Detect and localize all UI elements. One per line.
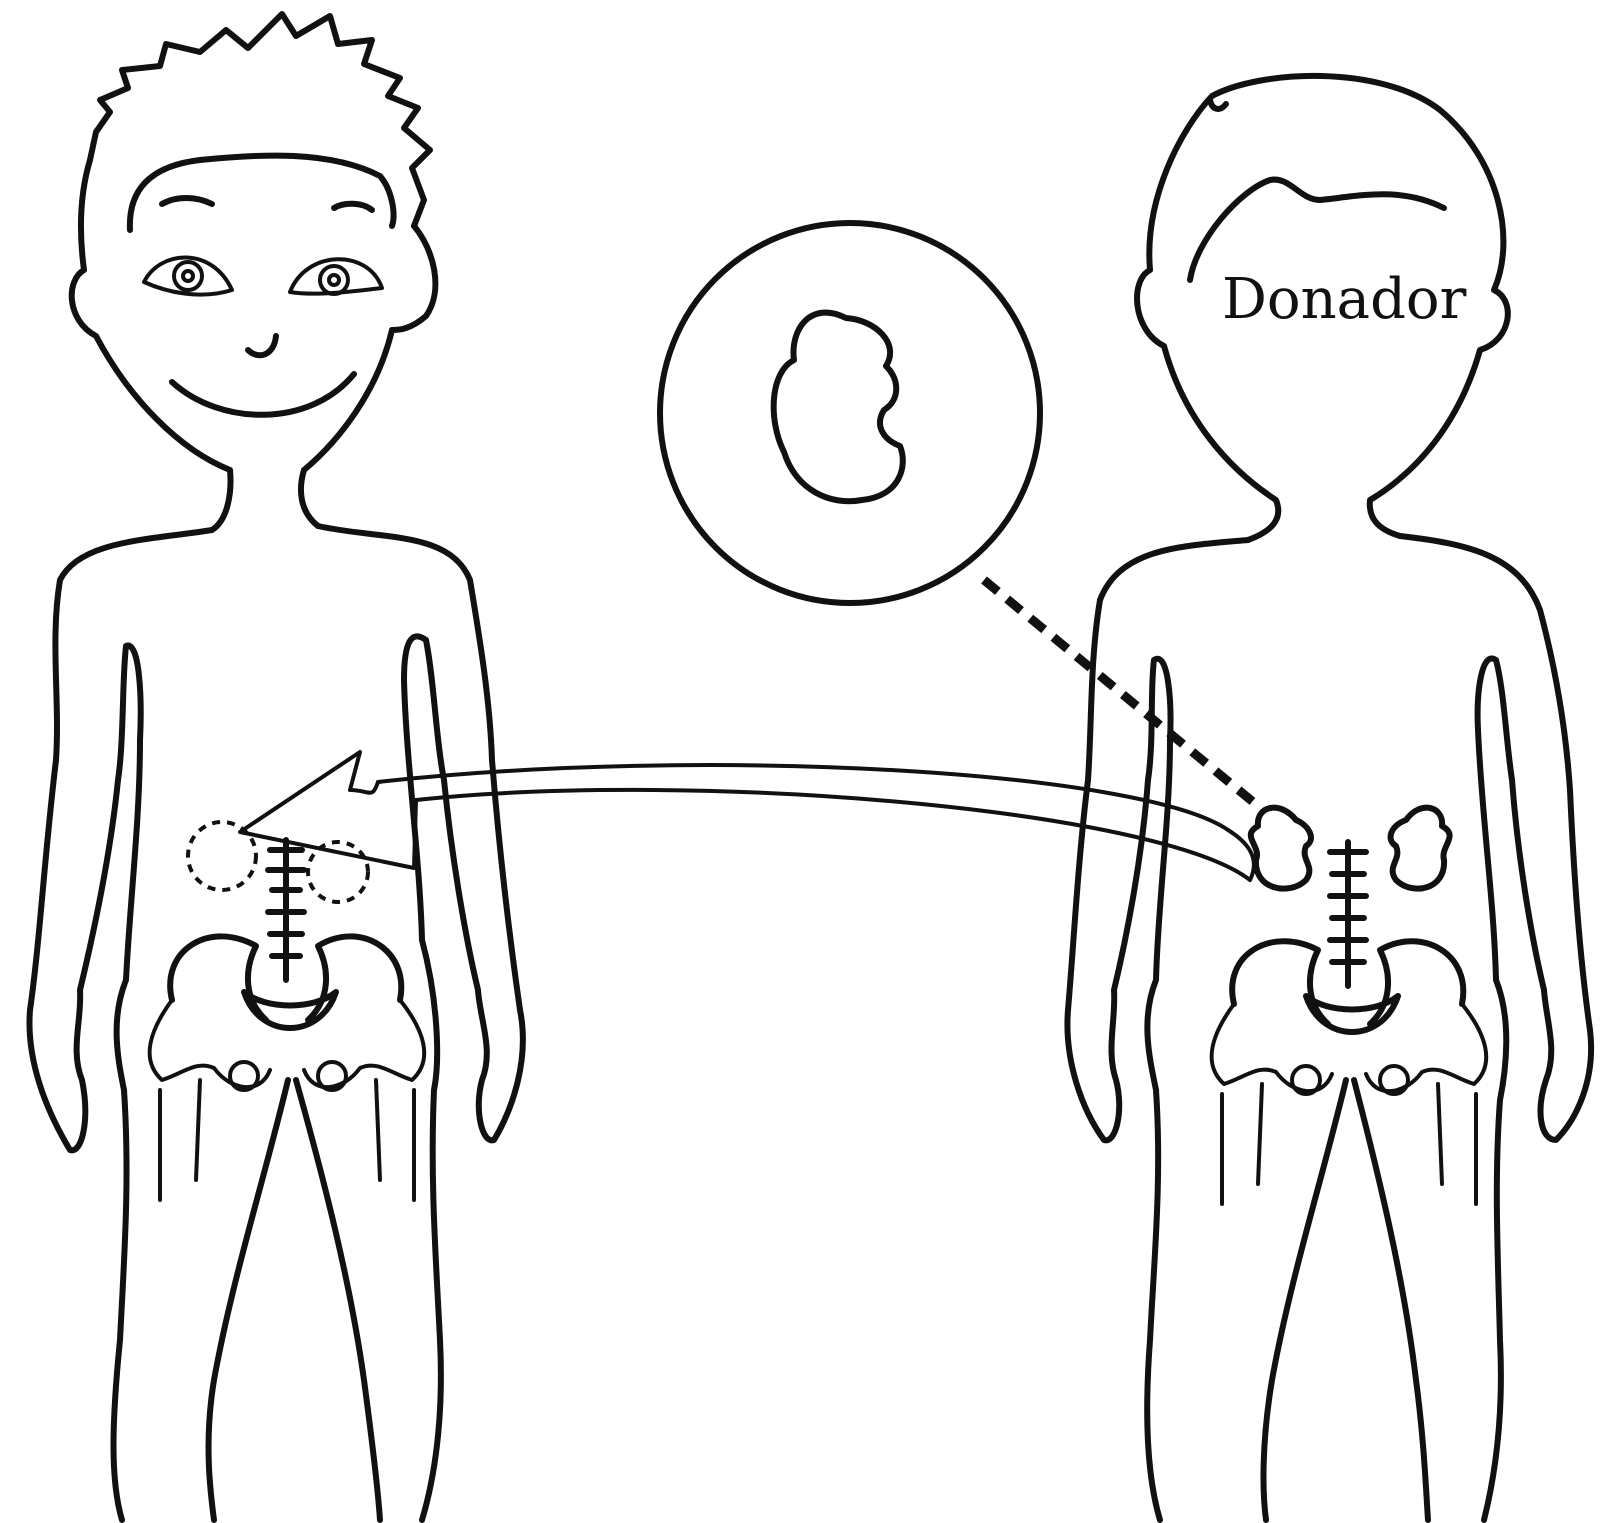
donor-left-inner-leg: [1264, 1080, 1346, 1520]
recipient-child-figure: [29, 14, 522, 1520]
donor-body-left: [1067, 540, 1248, 1520]
recipient-spine: [268, 840, 304, 980]
donor-hair-tuft: [1210, 100, 1226, 109]
recipient-head: [72, 160, 436, 530]
recipient-left-iris: [174, 262, 202, 290]
donor-hip-left: [1212, 1004, 1332, 1204]
recipient-body: [29, 530, 212, 1520]
donor-spine: [1330, 842, 1366, 986]
magnifier-leader-line: [984, 580, 1258, 806]
recipient-mouth: [172, 374, 354, 415]
magnifier-circle: [660, 223, 1040, 603]
donor-kidney-left: [1251, 808, 1311, 889]
recipient-left-pupil: [183, 271, 193, 281]
recipient-hip-left: [150, 1000, 270, 1200]
transfer-arrow: [240, 752, 1254, 880]
donor-body-right: [1400, 536, 1591, 1520]
recipient-right-pupil: [329, 275, 339, 285]
transfer-arrow-shaft: [378, 765, 1250, 880]
magnified-kidney-icon: [774, 313, 903, 502]
donor-right-inner-leg: [1354, 1080, 1428, 1520]
donor-label: Donador: [1222, 272, 1466, 328]
recipient-right-brow: [334, 204, 372, 210]
transfer-arrow-head: [240, 752, 416, 868]
recipient-right-inner-leg: [296, 1080, 380, 1520]
donor-pelvis-spine: [1212, 842, 1487, 1204]
recipient-left-brow: [162, 198, 212, 204]
recipient-hair: [90, 14, 430, 226]
donor-kidney-right: [1391, 808, 1450, 889]
recipient-nose: [248, 336, 276, 355]
recipient-body-right: [318, 526, 523, 1520]
donor-hip-right: [1366, 1004, 1486, 1204]
recipient-pelvis-spine: [150, 840, 425, 1200]
recipient-left-inner-leg: [209, 1080, 288, 1520]
recipient-right-iris: [320, 266, 348, 294]
recipient-hairline: [130, 156, 394, 230]
donor-hairline: [1190, 180, 1444, 280]
